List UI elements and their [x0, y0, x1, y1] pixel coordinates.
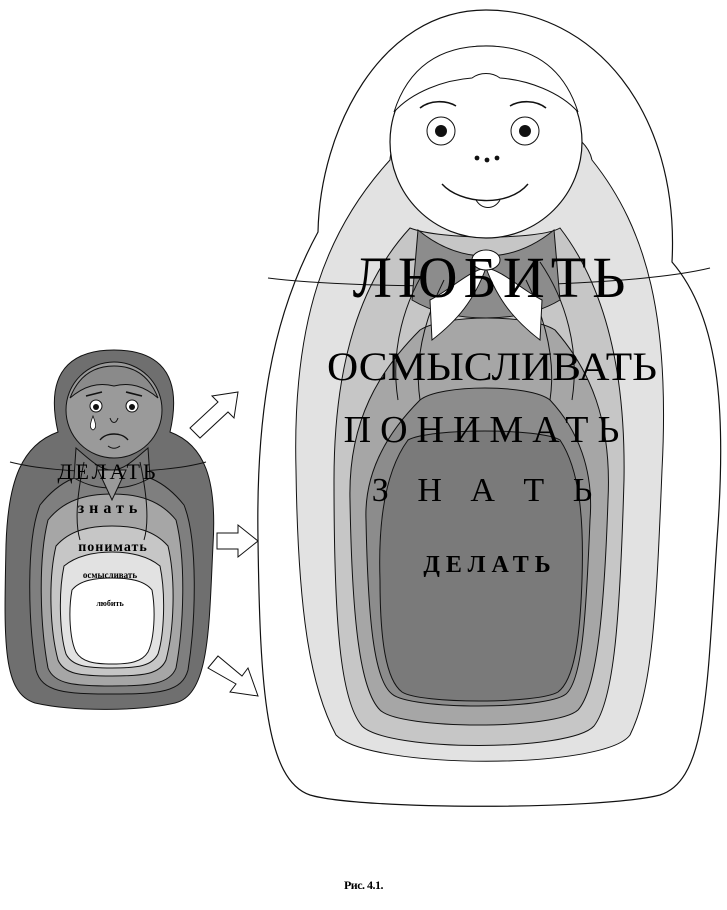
big-label-delat: ДЕЛАТЬ — [423, 552, 556, 578]
small-doll-nose — [109, 417, 119, 423]
small-doll: ДЕЛАТЬ знать понимать осмысливать любить — [4, 349, 215, 710]
big-doll-brows — [419, 100, 547, 109]
small-doll-mouth — [99, 433, 129, 441]
small-doll-chin — [107, 445, 121, 449]
big-doll-nostril-right — [494, 155, 500, 161]
small-label-osmyslivat: осмысливать — [83, 570, 137, 580]
small-doll-tear-icon — [89, 414, 97, 431]
big-label-osmyslivat: ОСМЫСЛИВАТЬ — [327, 344, 657, 389]
small-doll-collar — [97, 469, 127, 502]
big-doll-tongue — [475, 199, 501, 208]
big-doll-scarf-fold-left — [395, 261, 445, 401]
big-doll-mouth — [441, 183, 529, 202]
small-label-lyubit: любить — [96, 599, 124, 608]
small-doll-scarf — [73, 446, 151, 489]
big-doll: ЛЮБИТЬ ОСМЫСЛИВАТЬ ПОНИМАТЬ З Н А Т Ь ДЕ… — [257, 9, 722, 807]
big-doll-nostril-left — [474, 155, 480, 161]
big-doll-scarf-fold-right — [525, 261, 575, 401]
big-doll-pupil-right — [519, 125, 531, 137]
small-doll-brows — [85, 391, 143, 397]
small-label-znat: знать — [78, 500, 143, 517]
big-doll-hair — [393, 45, 579, 113]
big-label-ponimat: ПОНИМАТЬ — [344, 409, 629, 451]
arrows — [189, 391, 259, 697]
small-label-delat: ДЕЛАТЬ — [57, 459, 158, 484]
big-doll-core — [379, 430, 583, 702]
small-doll-core — [69, 577, 155, 665]
small-doll-hair — [69, 365, 159, 399]
big-doll-nostril-mid — [484, 157, 490, 163]
small-doll-pupil-right — [129, 404, 135, 410]
small-doll-pupil-left — [93, 404, 99, 410]
big-label-znat: З Н А Т Ь — [372, 472, 602, 509]
big-doll-pupil-left — [435, 125, 447, 137]
arrow-middle-icon — [216, 523, 259, 559]
arrow-lower-icon — [207, 655, 259, 697]
big-doll-knot — [471, 249, 501, 271]
small-label-ponimat: понимать — [78, 540, 148, 555]
small-doll-braid — [76, 461, 148, 541]
arrow-upper-icon — [189, 391, 239, 439]
big-label-lyubit: ЛЮБИТЬ — [353, 245, 632, 310]
figure-caption: Рис. 4.1. — [343, 878, 384, 892]
